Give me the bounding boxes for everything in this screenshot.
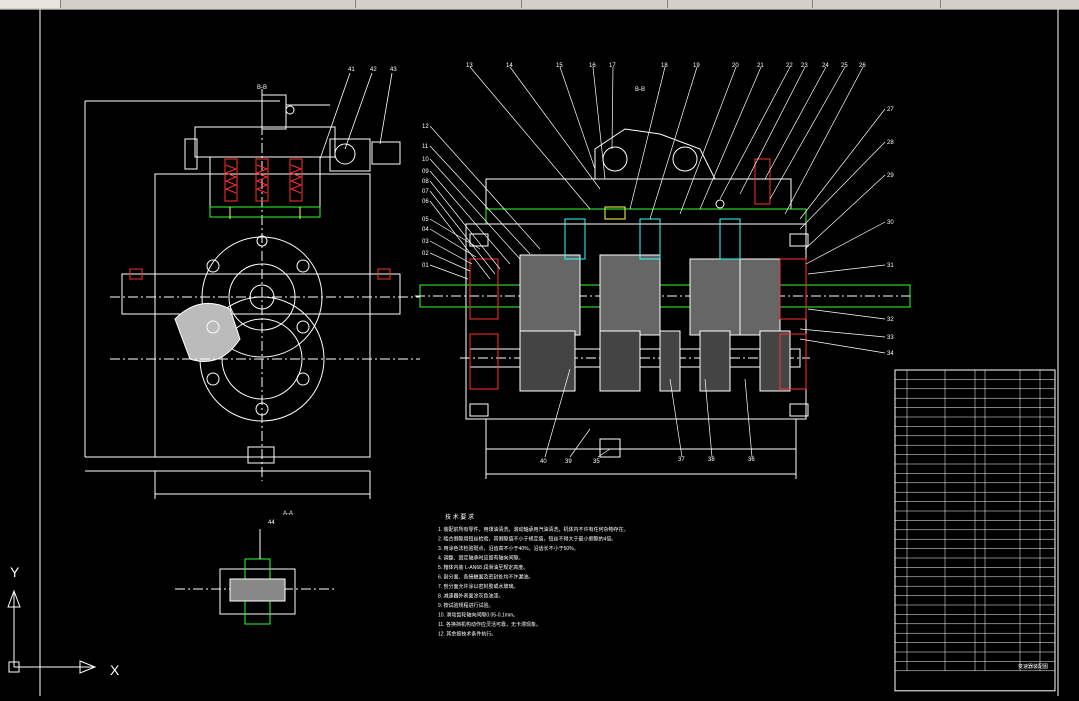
callout-12: 12 [422,124,429,130]
axis-y-label: Y [10,564,20,580]
callout-05: 05 [422,217,429,223]
callout-32: 32 [887,317,894,323]
callout-07: 07 [422,189,429,195]
callout-08: 08 [422,179,429,185]
toolbar-segment[interactable] [300,0,356,8]
callout-35: 35 [593,459,600,465]
drawing-canvas[interactable]: B-B 41 42 43 A-A 44 [0,9,1079,696]
callout-41: 41 [348,67,355,73]
callout-13: 13 [466,63,473,69]
callout-24: 24 [822,63,829,69]
callout-23: 23 [801,63,808,69]
toolbar-segment[interactable] [366,0,522,8]
callout-15: 15 [556,63,563,69]
right-callout-leaders [799,108,886,354]
section-label-bb: B-B [635,87,645,93]
callout-30: 30 [887,220,894,226]
callout-37: 37 [678,457,685,463]
toolbar-segment[interactable] [527,0,668,8]
section-label-aa: A-A [283,511,293,517]
callout-18: 18 [661,63,668,69]
callout-19: 19 [693,63,700,69]
notes-line: 11. 各换挡机构动作应灵活可靠，无卡滞现象。 [438,621,541,628]
callout-16: 16 [589,63,596,69]
bottom-callout-leaders [544,368,753,458]
notes-line: 2. 啮合侧隙用铅丝检验，其侧隙值不小于规定值，铅丝不得大于最小侧隙的4倍。 [438,536,616,543]
callout-10: 10 [422,157,429,163]
section-aa-view [175,529,335,625]
title-block-name: 变速器装配图 [1018,663,1048,670]
callout-02: 02 [422,251,429,257]
left-callouts [319,72,393,160]
notes-line: 9. 按试验规程进行试验。 [438,602,494,609]
notes-line: 8. 减速器外表面涂灰色油漆。 [438,593,504,600]
callout-25: 25 [841,63,848,69]
callout-09: 09 [422,169,429,175]
callout-20: 20 [732,63,739,69]
notes-line: 7. 剖分面允许涂以密封胶或水玻璃。 [438,583,519,590]
main-section-view [415,128,911,479]
callout-03: 03 [422,239,429,245]
top-callout-leaders [469,66,864,220]
axis-x-label: X [110,662,120,678]
callout-17: 17 [609,63,616,69]
callout-44: 44 [268,520,275,526]
callout-06: 06 [422,199,429,205]
ucs-icon [7,589,97,674]
callout-11: 11 [422,144,429,150]
callout-26: 26 [859,63,866,69]
notes-line: 3. 用涂色法检验斑点，沿齿高不小于40%，沿齿长不小于50%。 [438,545,579,552]
callout-27: 27 [887,107,894,113]
end-view [84,89,420,499]
toolbar-segment[interactable] [0,0,61,8]
callout-43: 43 [390,67,397,73]
toolbar-strip [0,0,1079,10]
callout-38: 38 [708,457,715,463]
notes-line: 1. 装配前所有零件，用煤油清洗，滚动轴承用汽油清洗，机体内不许有任何杂物存在。 [438,526,629,533]
callout-22: 22 [786,63,793,69]
toolbar-segment[interactable] [672,0,813,8]
left-side-callout-leaders [429,125,541,280]
parts-list-table [894,369,1056,692]
notes-line: 6. 剖分面、各接触面及密封处均不许漏油。 [438,574,534,581]
callout-01: 01 [422,263,429,269]
callout-14: 14 [506,63,513,69]
notes-block: 1. 装配前所有零件，用煤油清洗，滚动轴承用汽油清洗，机体内不许有任何杂物存在。… [438,526,629,638]
callout-04: 04 [422,227,429,233]
callout-36: 36 [748,457,755,463]
toolbar-segment[interactable] [820,0,941,8]
callout-39: 39 [565,459,572,465]
notes-line: 5. 箱体内装 L-AN68 润滑油至规定高度。 [438,564,528,571]
notes-title: 技 术 要 求 [445,513,474,521]
notes-line: 4. 调整、固定轴承时应留有轴向间隙。 [438,555,524,562]
callout-29: 29 [887,173,894,179]
callout-28: 28 [887,140,894,146]
callout-42: 42 [370,67,377,73]
notes-line: 10. 滑动齿轮轴向间隙0.05-0.1mm。 [438,612,518,619]
callout-31: 31 [887,263,894,269]
notes-line: 12. 其余按技术条件执行。 [438,631,496,638]
callout-21: 21 [757,63,764,69]
section-label-bb-left: B-B [257,85,267,91]
callout-40: 40 [540,459,547,465]
callout-34: 34 [887,351,894,357]
callout-33: 33 [887,335,894,341]
